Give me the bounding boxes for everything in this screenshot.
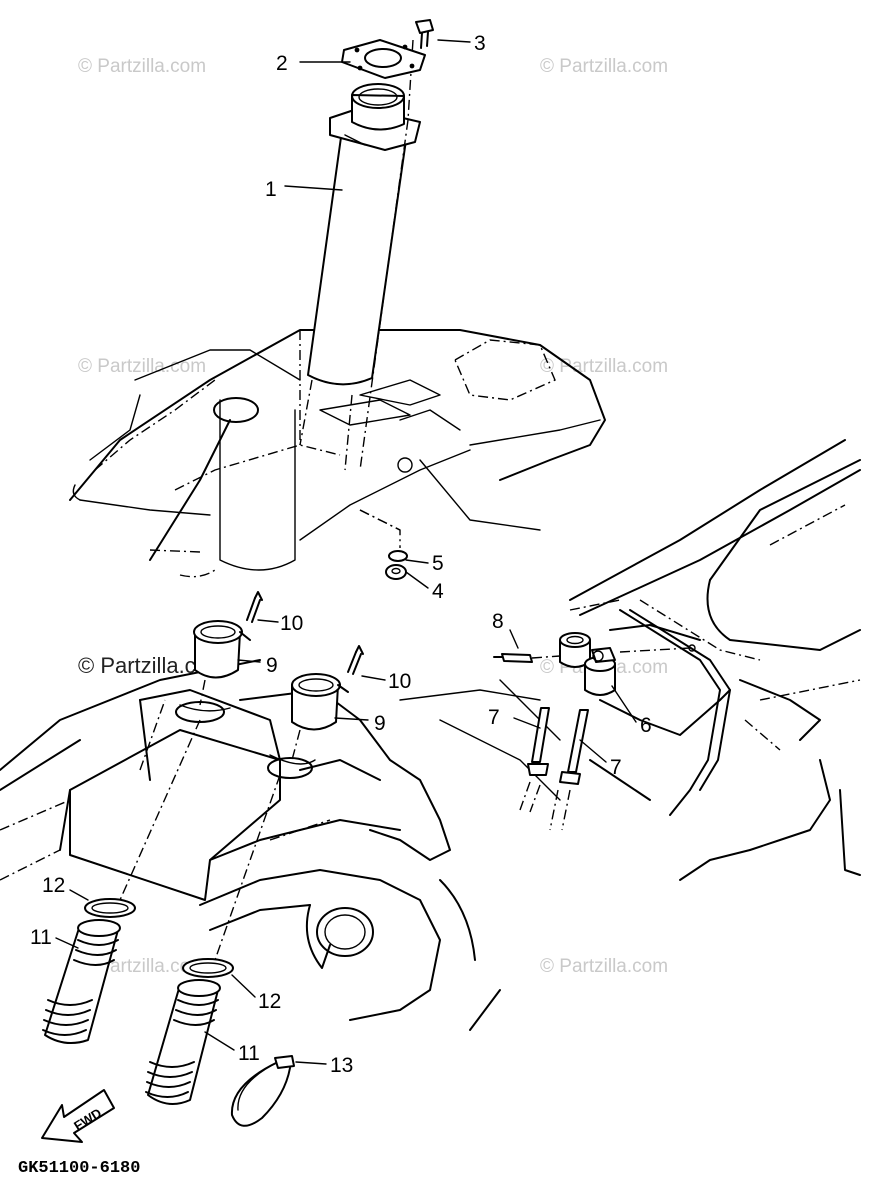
cable-tie: [230, 1055, 295, 1127]
callout-1: 1: [265, 178, 277, 201]
watermark: © Partzilla.com: [78, 356, 206, 377]
bellows-hose-lower: [145, 979, 221, 1105]
right-deck-dashed-lines: [569, 504, 861, 751]
callout-7: 7: [610, 756, 622, 779]
hose-clamp-upper: [84, 898, 136, 918]
callout-13: 13: [330, 1054, 353, 1077]
filler-neck-tube: [299, 83, 421, 471]
bellows-hose-upper: [42, 919, 121, 1045]
vent-hose-nipple-right: [347, 645, 364, 675]
callout-9: 9: [266, 654, 278, 677]
callout-5: 5: [432, 552, 444, 575]
hex-nut: [385, 564, 407, 580]
nut-guide-line: [359, 509, 401, 548]
callout-11: 11: [30, 926, 52, 949]
watermark: © Partzilla.com: [540, 356, 668, 377]
watermark: © Partzilla.com: [540, 956, 668, 977]
callout-4: 4: [432, 580, 444, 603]
vent-pipe-left: [519, 707, 550, 813]
vent-fitting-right: [291, 673, 349, 731]
lower-hull-outline: [0, 659, 561, 1031]
callout-12: 12: [42, 874, 65, 897]
hull-opening-right: [267, 757, 313, 779]
callout-8: 8: [492, 610, 504, 633]
diagram-code: GK51100-6180: [18, 1159, 140, 1178]
watermark: © Partzilla.com: [78, 56, 206, 77]
washer: [388, 550, 408, 562]
filler-neck-bolt: [415, 19, 434, 49]
leader-lines: [55, 39, 637, 1065]
callout-6: 6: [640, 714, 652, 737]
scupper-recess: [305, 904, 374, 969]
lower-hull-dashed-lines: [0, 699, 331, 881]
fitting-guide-lines: [119, 679, 301, 961]
callout-3: 3: [474, 32, 486, 55]
callout-10: 10: [388, 670, 411, 693]
upper-hull-outline: [69, 329, 606, 571]
forward-arrow-icon: FWD: [41, 1089, 115, 1143]
hose-clamp-lower: [182, 958, 234, 978]
callout-9: 9: [374, 712, 386, 735]
watermark: © Partzilla.com: [540, 56, 668, 77]
callout-12: 12: [258, 990, 281, 1013]
filler-neck-gasket: [341, 39, 426, 79]
callout-7: 7: [488, 706, 500, 729]
fuel-tap-fitting: [559, 632, 616, 696]
callout-2: 2: [276, 52, 288, 75]
vent-hose-nipple-left: [246, 591, 263, 623]
right-deck-outline: [569, 439, 861, 881]
callout-10: 10: [280, 612, 303, 635]
vent-fitting-left: [193, 620, 251, 679]
vent-pipe-right: [549, 709, 589, 831]
callout-11: 11: [238, 1042, 260, 1065]
fitting-pin: [493, 644, 696, 663]
